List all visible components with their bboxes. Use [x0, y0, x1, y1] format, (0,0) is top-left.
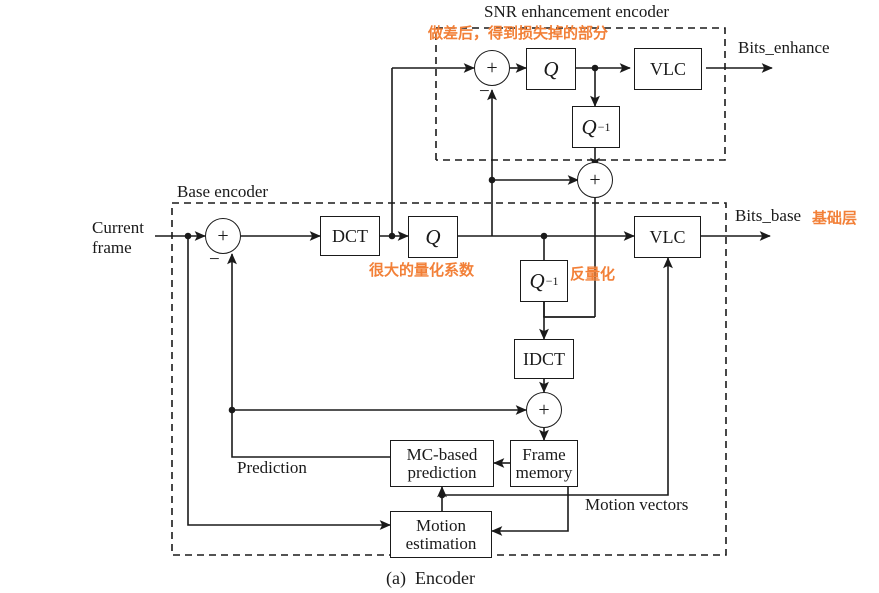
base-quantizer-label: Q — [425, 224, 441, 249]
enhancement-vlc-block: VLC — [634, 48, 702, 90]
enhancement-inverse-quantizer-block: Q−1 — [572, 106, 620, 148]
annotation-large-quantization-coefficient: 很大的量化系数 — [369, 261, 475, 279]
current-frame-label-line1: Current — [92, 218, 144, 237]
idct-block: IDCT — [514, 339, 574, 379]
idct-label: IDCT — [523, 348, 565, 369]
motion-estimation-block: Motion estimation — [390, 511, 492, 558]
motion-estimation-label-line1: Motion — [415, 515, 467, 535]
snr-enhancement-encoder-title: SNR enhancement encoder — [484, 2, 670, 21]
frame-memory-block: Frame memory — [510, 440, 578, 487]
base-adder: + — [205, 218, 241, 254]
enhancement-adder-minus-sign: − — [479, 81, 490, 102]
enhancement-reconstruction-adder-sign: + — [589, 169, 601, 191]
enhancement-adder: + — [474, 50, 510, 86]
dct-block: DCT — [320, 216, 380, 256]
base-adder-sign: + — [217, 225, 229, 247]
bits-base-label: Bits_base — [735, 206, 802, 225]
annotation-base-layer: 基础层 — [812, 209, 858, 227]
enhancement-vlc-label: VLC — [650, 58, 686, 79]
enhancement-adder-sign: + — [486, 57, 498, 79]
mc-based-prediction-label-line2: prediction — [407, 462, 477, 482]
motion-estimation-label-line2: estimation — [405, 533, 477, 553]
base-vlc-block: VLC — [634, 216, 701, 258]
base-adder-minus-sign: − — [209, 249, 220, 270]
enhancement-encoder-dashed-border — [435, 27, 726, 161]
frame-memory-label-line2: memory — [515, 462, 573, 482]
mc-based-prediction-block: MC-based prediction — [390, 440, 494, 487]
base-vlc-label: VLC — [649, 226, 686, 247]
prediction-label: Prediction — [237, 458, 307, 477]
motion-vectors-label: Motion vectors — [585, 495, 689, 514]
bits-enhance-label: Bits_enhance — [738, 38, 830, 57]
enhancement-quantizer-label: Q — [543, 56, 559, 81]
figure-caption: (a) Encoder — [386, 568, 475, 588]
base-inverse-quantizer-exponent: −1 — [545, 273, 559, 288]
reconstruction-adder: + — [526, 392, 562, 428]
current-frame-label-line2: frame — [92, 238, 132, 257]
base-encoder-title: Base encoder — [177, 182, 269, 201]
annotation-enhancement-difference: 做差后，得到损失掉的部分 — [428, 24, 609, 42]
annotation-dequantization: 反量化 — [570, 265, 616, 283]
reconstruction-adder-sign: + — [538, 399, 550, 421]
mc-based-prediction-label-line1: MC-based — [406, 444, 478, 464]
enhancement-inverse-quantizer-exponent: −1 — [597, 119, 611, 134]
enhancement-quantizer-block: Q — [526, 48, 576, 90]
base-encoder-dashed-border — [171, 202, 727, 556]
enhancement-inverse-quantizer-label: Q — [581, 114, 597, 139]
enhancement-reconstruction-adder: + — [577, 162, 613, 198]
dct-label: DCT — [332, 225, 368, 246]
base-inverse-quantizer-label: Q — [529, 268, 545, 293]
frame-memory-label-line1: Frame — [522, 444, 566, 464]
base-quantizer-block: Q — [408, 216, 458, 258]
base-inverse-quantizer-block: Q−1 — [520, 260, 568, 302]
